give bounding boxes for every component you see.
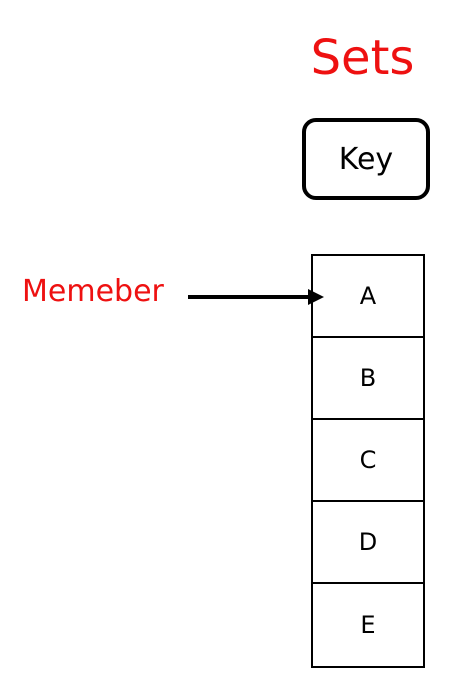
member-cell-d: D: [313, 502, 423, 584]
member-cell-label: E: [360, 611, 376, 639]
member-label: Memeber: [22, 274, 164, 309]
member-cell-c: C: [313, 420, 423, 502]
member-cell-label: D: [358, 528, 378, 556]
member-cell-a: A: [313, 256, 423, 338]
key-box: Key: [302, 118, 430, 200]
key-label: Key: [338, 141, 394, 177]
member-cell-label: A: [359, 282, 377, 310]
member-cell-b: B: [313, 338, 423, 420]
diagram-title: Sets: [310, 30, 415, 86]
member-cell-label: B: [359, 364, 377, 392]
member-arrow: [188, 289, 324, 305]
member-cell-label: C: [359, 446, 377, 474]
member-list: A B C D E: [311, 254, 425, 668]
member-cell-e: E: [313, 584, 423, 666]
